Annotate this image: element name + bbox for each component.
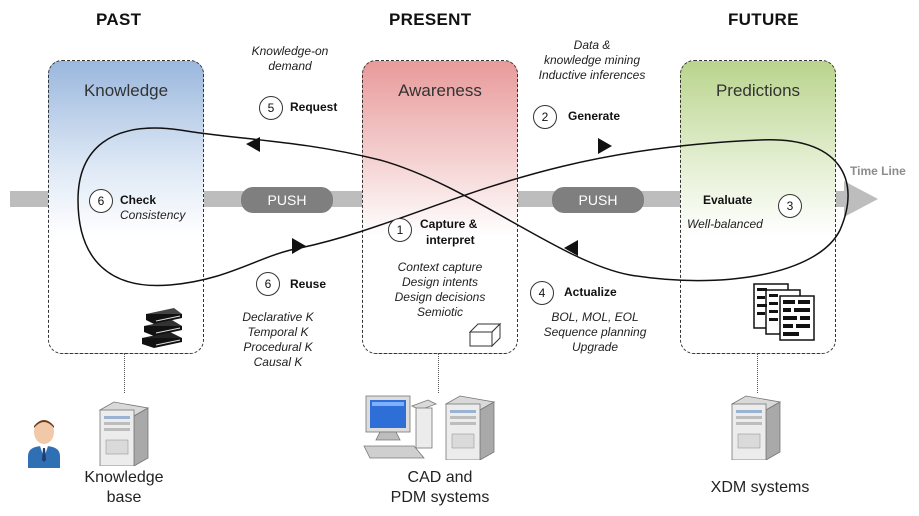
step-label-reuse: Reuse <box>290 277 327 291</box>
step-label-generate: Generate <box>568 109 621 123</box>
xdm-line: XDM systems <box>710 479 810 496</box>
step-number-evaluate: 3 <box>778 194 802 218</box>
timeline-arrowhead <box>844 181 878 217</box>
timeline-label: Time Line <box>850 164 906 178</box>
cad-pdm-line: CAD and <box>407 469 473 486</box>
cad-pdm-label: CAD and PDM systems <box>370 468 510 508</box>
reuse-note-line: Causal K <box>253 355 303 369</box>
reuse-note-line: Procedural K <box>243 340 313 354</box>
capture-note-line: Semiotic <box>416 305 463 319</box>
generate-note-line: knowledge mining <box>543 53 641 67</box>
evaluate-sub: Well-balanced <box>687 217 763 231</box>
knowledge-box-title: Knowledge <box>83 81 169 100</box>
step-number-capture: 1 <box>388 218 412 242</box>
step-label-evaluate: Evaluate <box>703 193 753 207</box>
user-icon <box>28 420 60 468</box>
header-past: PAST <box>96 10 142 29</box>
header-present: PRESENT <box>389 10 472 29</box>
books-icon <box>142 308 182 348</box>
step-number-generate: 2 <box>533 105 557 129</box>
generate-note: Data & knowledge mining Inductive infere… <box>522 38 662 83</box>
connector-predictions <box>757 353 758 393</box>
server-icon <box>444 395 496 460</box>
capture-label-line: Capture & <box>420 217 478 231</box>
documents-icon <box>753 283 815 341</box>
connector-knowledge <box>124 353 125 393</box>
arrowhead-reuse <box>292 238 306 254</box>
step-label-request: Request <box>290 100 338 114</box>
arrowhead-request <box>246 137 260 152</box>
cube-icon <box>468 322 502 348</box>
step-number-request: 5 <box>259 96 283 120</box>
request-note-line: Knowledge-on <box>251 44 329 58</box>
reuse-note-line: Temporal K <box>247 325 309 339</box>
step-label-capture: Capture & interpret <box>420 216 477 248</box>
request-note: Knowledge-on demand <box>240 44 340 74</box>
knowledge-base-line: Knowledge <box>84 469 164 486</box>
actualize-note-line: BOL, MOL, EOL <box>551 310 639 324</box>
step-number-reuse: 6 <box>256 272 280 296</box>
capture-note-line: Design intents <box>401 275 479 289</box>
actualize-note: BOL, MOL, EOL Sequence planning Upgrade <box>530 310 660 355</box>
knowledge-base-label: Knowledge base <box>64 468 184 508</box>
loop-upper-path <box>77 127 849 287</box>
step-label-actualize: Actualize <box>564 285 617 299</box>
push-pill-right: PUSH <box>552 187 644 213</box>
server-icon <box>730 395 782 460</box>
reuse-note: Declarative K Temporal K Procedural K Ca… <box>226 310 330 370</box>
knowledge-box: Knowledge <box>48 60 204 354</box>
header-future: FUTURE <box>728 10 799 29</box>
step-number-check: 6 <box>89 189 113 213</box>
awareness-box: Awareness <box>362 60 518 354</box>
step-number-actualize: 4 <box>530 281 554 305</box>
awareness-box-title: Awareness <box>398 81 482 100</box>
generate-note-line: Inductive inferences <box>538 68 646 82</box>
capture-note-line: Context capture <box>397 260 483 274</box>
step-label-check: Check <box>120 193 157 207</box>
arrowhead-generate <box>598 138 612 154</box>
capture-label-line: interpret <box>426 233 475 247</box>
actualize-note-line: Sequence planning <box>543 325 647 339</box>
xdm-label: XDM systems <box>700 478 820 498</box>
connector-awareness <box>438 353 439 393</box>
computer-icon <box>363 395 437 459</box>
push-pill-left: PUSH <box>241 187 333 213</box>
capture-note: Context capture Design intents Design de… <box>378 260 502 320</box>
reuse-note-line: Declarative K <box>242 310 314 324</box>
server-icon <box>98 401 150 466</box>
predictions-box-title: Predictions <box>715 81 801 100</box>
arrowhead-actualize <box>564 240 578 256</box>
request-note-line: demand <box>268 59 312 73</box>
actualize-note-line: Upgrade <box>571 340 619 354</box>
generate-note-line: Data & <box>573 38 611 52</box>
cad-pdm-line: PDM systems <box>390 489 490 506</box>
capture-note-line: Design decisions <box>394 290 486 304</box>
check-sub: Consistency <box>120 208 186 222</box>
knowledge-base-line: base <box>106 489 142 506</box>
